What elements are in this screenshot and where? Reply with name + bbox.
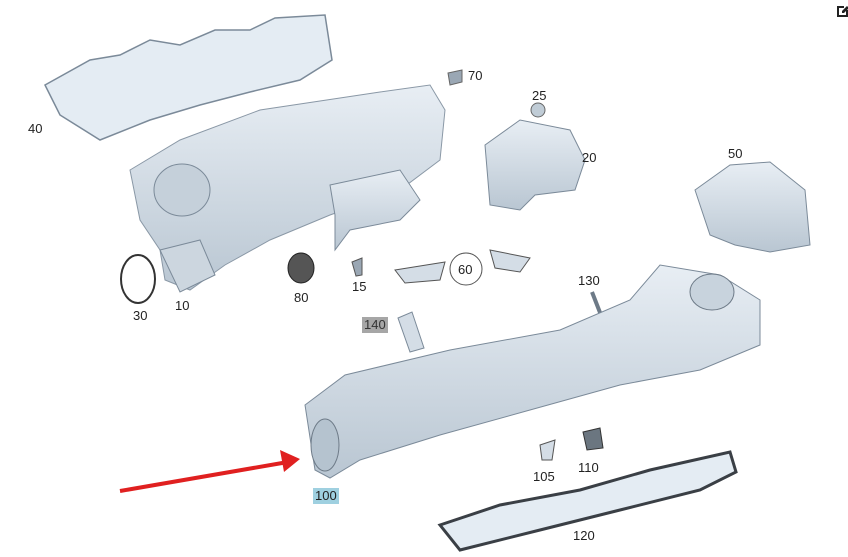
o-ring-30 (120, 254, 156, 304)
label-10: 10 (175, 298, 190, 313)
actuator-20 (484, 119, 586, 211)
callout-circle-60 (449, 252, 483, 286)
bolt-70 (447, 69, 463, 86)
label-25: 25 (532, 88, 547, 103)
gasket-40 (44, 14, 333, 141)
pipe-140 (397, 311, 425, 353)
nut-25 (530, 102, 546, 118)
pointer-arrow (119, 460, 289, 493)
throttle-port (153, 163, 211, 217)
label-50: 50 (728, 146, 743, 161)
manifold-flange (310, 418, 340, 472)
label-120: 120 (573, 528, 595, 543)
clip-110 (582, 427, 604, 451)
actuator-15 (329, 169, 421, 252)
sensor-15 (351, 257, 363, 277)
label-15: 15 (352, 279, 367, 294)
egr-port (689, 273, 735, 311)
label-100: 100 (313, 488, 339, 504)
edit-icon[interactable] (836, 4, 848, 18)
label-30: 30 (133, 308, 148, 323)
bracket-60b (489, 249, 531, 273)
label-80: 80 (294, 290, 309, 305)
label-130: 130 (578, 273, 600, 288)
inlet-pipe (159, 239, 216, 293)
clip-105 (539, 439, 556, 461)
label-105: 105 (533, 469, 555, 484)
pointer-arrowhead (280, 450, 300, 472)
gasket-120 (437, 450, 738, 552)
bracket-60 (394, 261, 446, 284)
egr-valve-50 (694, 161, 811, 253)
label-70: 70 (468, 68, 483, 83)
label-60: 60 (458, 262, 473, 277)
label-110: 110 (578, 460, 599, 475)
label-40: 40 (28, 121, 43, 136)
lower-manifold-100 (304, 264, 761, 479)
seal-80 (287, 252, 315, 284)
label-20: 20 (582, 150, 597, 165)
label-140: 140 (362, 317, 388, 333)
